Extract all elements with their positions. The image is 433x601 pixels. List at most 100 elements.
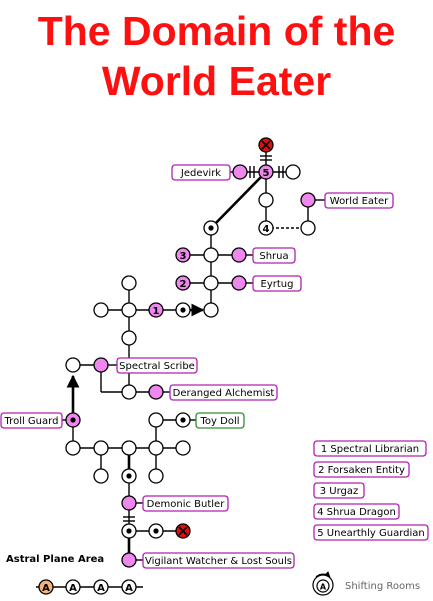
- label-demonic-butler: Demonic Butler: [142, 495, 229, 512]
- svg-text:5 Unearthly Guardian: 5 Unearthly Guardian: [317, 528, 424, 539]
- room: [300, 220, 316, 236]
- svg-text:Vigilant Watcher & Lost Souls: Vigilant Watcher & Lost Souls: [145, 556, 292, 567]
- svg-text:Deranged Alchemist: Deranged Alchemist: [173, 388, 275, 399]
- boss-labels: Jedevirk World Eater Shrua Eyrtug Spectr…: [0, 164, 394, 569]
- astral-letter: A: [97, 583, 105, 594]
- label-shrua: Shrua: [252, 247, 296, 264]
- map-title: The Domain of the World Eater: [0, 6, 433, 106]
- doors: [123, 155, 284, 522]
- room: [148, 412, 164, 428]
- legend-item-2: 2 Forsaken Entity: [313, 461, 410, 478]
- room: [121, 330, 137, 346]
- astral-plane-label: Astral Plane Area: [6, 554, 104, 565]
- dot: [70, 417, 76, 423]
- boss-room-eyrtug: [231, 275, 247, 291]
- svg-text:Demonic Butler: Demonic Butler: [147, 499, 226, 510]
- astral-room: [93, 579, 109, 595]
- label-eyrtug: Eyrtug: [252, 275, 302, 292]
- dot: [153, 528, 159, 534]
- label-troll-guard: Troll Guard: [0, 412, 63, 429]
- svg-text:Eyrtug: Eyrtug: [261, 279, 294, 290]
- shifting-arrow-icon: [315, 571, 331, 578]
- svg-text:4 Shrua Dragon: 4 Shrua Dragon: [317, 507, 396, 518]
- svg-text:World Eater: World Eater: [330, 196, 389, 207]
- shifting-symbol: A: [320, 583, 327, 592]
- boss-room-jedevirk: [232, 164, 248, 180]
- boss-room-deranged-alchemist: [148, 384, 164, 400]
- shifting-room-circle: [316, 579, 330, 593]
- svg-text:1 Spectral Librarian: 1 Spectral Librarian: [321, 444, 419, 455]
- legend-item-5: 5 Unearthly Guardian: [313, 524, 429, 541]
- blocked-marks: [178, 140, 271, 536]
- room: [93, 440, 109, 456]
- x-mark: [261, 140, 271, 150]
- label-jedevirk: Jedevirk: [171, 164, 231, 181]
- number-2: 2: [180, 279, 187, 290]
- passage-to-guardian: [210, 175, 263, 229]
- legend: 1 Spectral Librarian 2 Forsaken Entity 3…: [313, 440, 429, 541]
- room: [121, 275, 137, 291]
- shifting-rooms-icon: [312, 574, 334, 596]
- dot: [208, 225, 214, 231]
- shifting-rooms-key: A Shifting Rooms: [312, 571, 420, 596]
- number-4: 4: [263, 224, 270, 235]
- room: [148, 468, 164, 484]
- x-mark: [178, 526, 188, 536]
- room: [93, 302, 109, 318]
- rooms: [65, 137, 316, 568]
- astral-start-room: [38, 579, 54, 595]
- boss-room-world-eater: [300, 192, 316, 208]
- shifting-rooms-label: Shifting Rooms: [345, 581, 420, 592]
- astral-letter: A: [69, 583, 77, 594]
- label-spectral-scribe: Spectral Scribe: [116, 357, 198, 374]
- legend-item-3: 3 Urgaz: [313, 482, 365, 499]
- numbered-room-4: [258, 220, 274, 236]
- svg-text:Shrua: Shrua: [259, 251, 288, 262]
- room: [121, 302, 137, 318]
- room: [121, 384, 137, 400]
- legend-item-1: 1 Spectral Librarian: [313, 440, 427, 457]
- room: [175, 440, 191, 456]
- svg-text:2 Forsaken Entity: 2 Forsaken Entity: [318, 465, 405, 476]
- room: [93, 468, 109, 484]
- astral-room: [65, 579, 81, 595]
- svg-text:3 Urgaz: 3 Urgaz: [320, 486, 359, 497]
- dot: [180, 307, 186, 313]
- legend-item-4: 4 Shrua Dragon: [313, 503, 400, 520]
- numbered-room-5: [258, 164, 274, 180]
- astral-letter: A: [42, 583, 50, 594]
- svg-text:Spectral Scribe: Spectral Scribe: [119, 361, 195, 372]
- room: [121, 440, 137, 456]
- title-line-1: The Domain of the: [37, 8, 396, 54]
- numbered-rooms: 5 4 3 2 1: [148, 164, 274, 318]
- astral-letter: A: [125, 583, 133, 594]
- numbered-room-3: [175, 247, 191, 263]
- room: [258, 192, 274, 208]
- room: [285, 164, 301, 180]
- dot: [180, 417, 186, 423]
- boss-room-vigilant-watcher: [121, 552, 137, 568]
- astral-room: [121, 579, 137, 595]
- number-3: 3: [180, 251, 187, 262]
- title-line-2: World Eater: [101, 58, 332, 104]
- svg-text:Toy Doll: Toy Doll: [200, 416, 240, 427]
- boss-room-spectral-scribe: [93, 357, 109, 373]
- room-dots: [70, 225, 214, 534]
- dot: [126, 528, 132, 534]
- room: [203, 247, 219, 263]
- svg-text:Troll Guard: Troll Guard: [4, 416, 59, 427]
- number-5: 5: [263, 168, 270, 179]
- numbered-room-1: [148, 302, 164, 318]
- label-world-eater: World Eater: [324, 192, 394, 209]
- number-1: 1: [153, 306, 160, 317]
- room: [148, 440, 164, 456]
- astral-plane-rooms: A A A A: [38, 579, 137, 595]
- room: [203, 302, 219, 318]
- label-deranged-alchemist: Deranged Alchemist: [169, 384, 278, 401]
- label-toy-doll: Toy Doll: [195, 412, 245, 429]
- svg-text:Jedevirk: Jedevirk: [180, 168, 221, 179]
- dot: [126, 473, 132, 479]
- numbered-room-2: [175, 275, 191, 291]
- room: [203, 275, 219, 291]
